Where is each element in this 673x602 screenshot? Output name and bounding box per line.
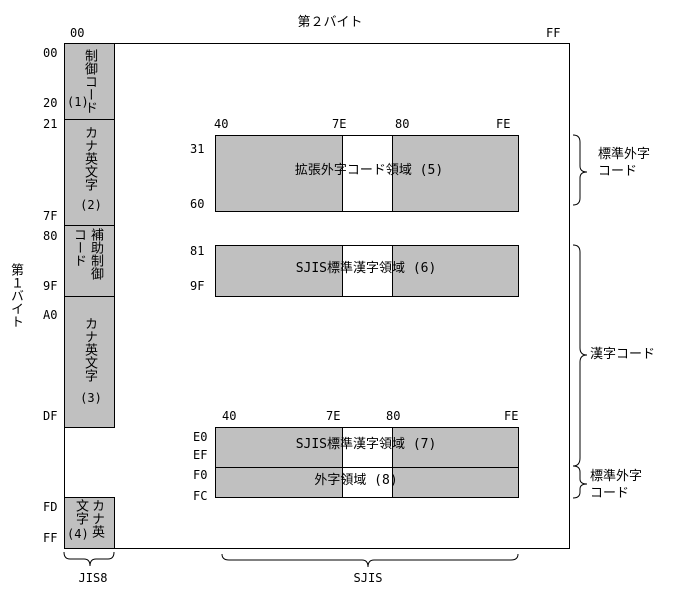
r7-row-EF: EF (193, 448, 208, 462)
kana-alnum-num-2: (2) (80, 198, 102, 212)
r6-row-9F: 9F (190, 279, 205, 293)
r5-col-7E: 7E (332, 117, 347, 131)
kana-alnum-num-3: (3) (80, 391, 102, 405)
gaiji-gap-8 (342, 467, 393, 498)
extended-gaiji-gap (342, 135, 393, 212)
aux-control-col2: コード (71, 228, 86, 267)
std-gaiji-top-line2: コード (598, 164, 638, 179)
kana-alnum-block-2: カナ英文字 (2) (64, 119, 115, 226)
row-label-20: 20 (43, 96, 58, 110)
r5-row-31: 31 (190, 142, 205, 156)
row-label-A0: A0 (43, 308, 58, 322)
control-code-num: (1) (67, 95, 89, 109)
std-gaiji-top-line1: 標準外字 (598, 147, 651, 162)
kana-alnum-text-2: カナ英文字 (82, 126, 97, 191)
extended-gaiji-label: 拡張外字コード領域 (5) (294, 163, 444, 178)
brace-std-gaiji-top (572, 134, 588, 206)
r6-row-81: 81 (190, 244, 205, 258)
r7-col-7E: 7E (326, 409, 341, 423)
kana-alnum-col1-4: カナ英 (89, 499, 104, 538)
top-axis-end: FF (546, 26, 561, 40)
sjis-kanji-label-7: SJIS標準漢字領域 (7) (295, 437, 437, 452)
sjis-label: SJIS (353, 571, 383, 585)
r7-col-80: 80 (386, 409, 401, 423)
kanji-code-label: 漢字コード (590, 347, 656, 362)
first-byte-title: 第１バイト (8, 263, 23, 328)
control-code-block: 制御コード (1) (64, 43, 115, 120)
r7-col-FE: FE (504, 409, 519, 423)
second-byte-title: 第２バイト (297, 15, 363, 30)
aux-control-col1: 補助制御 (88, 228, 103, 280)
brace-std-gaiji-bottom (572, 465, 588, 499)
row-label-7F: 7F (43, 209, 58, 223)
row-label-21: 21 (43, 117, 58, 131)
row-label-FD: FD (43, 500, 58, 514)
sjis-kanji-label-6: SJIS標準漢字領域 (6) (295, 261, 437, 276)
row-label-DF: DF (43, 409, 58, 423)
kana-alnum-col2-4: 文字 (73, 499, 88, 525)
r5-col-80: 80 (395, 117, 410, 131)
r8-row-F0: F0 (193, 468, 208, 482)
std-gaiji-bottom-line2: コード (590, 486, 630, 501)
row-label-FF: FF (43, 531, 58, 545)
kana-alnum-num-4: (4) (67, 527, 89, 541)
kana-alnum-block-4: カナ英 文字 (4) (64, 497, 115, 549)
r8-row-FC: FC (193, 489, 208, 503)
kana-alnum-block-3: カナ英文字 (3) (64, 296, 115, 428)
std-gaiji-bottom-line1: 標準外字 (590, 469, 643, 484)
r5-col-40: 40 (214, 117, 229, 131)
control-code-text: 制御コード (82, 49, 97, 114)
sjis-kanji-gap-6 (342, 245, 393, 297)
row-label-9F: 9F (43, 279, 58, 293)
row-label-00: 00 (43, 46, 58, 60)
r5-col-FE: FE (496, 117, 511, 131)
sjis-kanji-gap-7 (342, 427, 393, 468)
brace-jis8 (63, 551, 115, 567)
row-label-80: 80 (43, 229, 58, 243)
gaiji-label-8: 外字領域 (8) (314, 473, 398, 488)
brace-sjis (221, 553, 519, 568)
r7-col-40: 40 (222, 409, 237, 423)
r7-row-E0: E0 (193, 430, 208, 444)
jis8-label: JIS8 (78, 571, 108, 585)
brace-kanji-code (572, 244, 588, 467)
top-axis-start: 00 (70, 26, 85, 40)
r5-row-60: 60 (190, 197, 205, 211)
kana-alnum-text-3: カナ英文字 (82, 317, 97, 382)
